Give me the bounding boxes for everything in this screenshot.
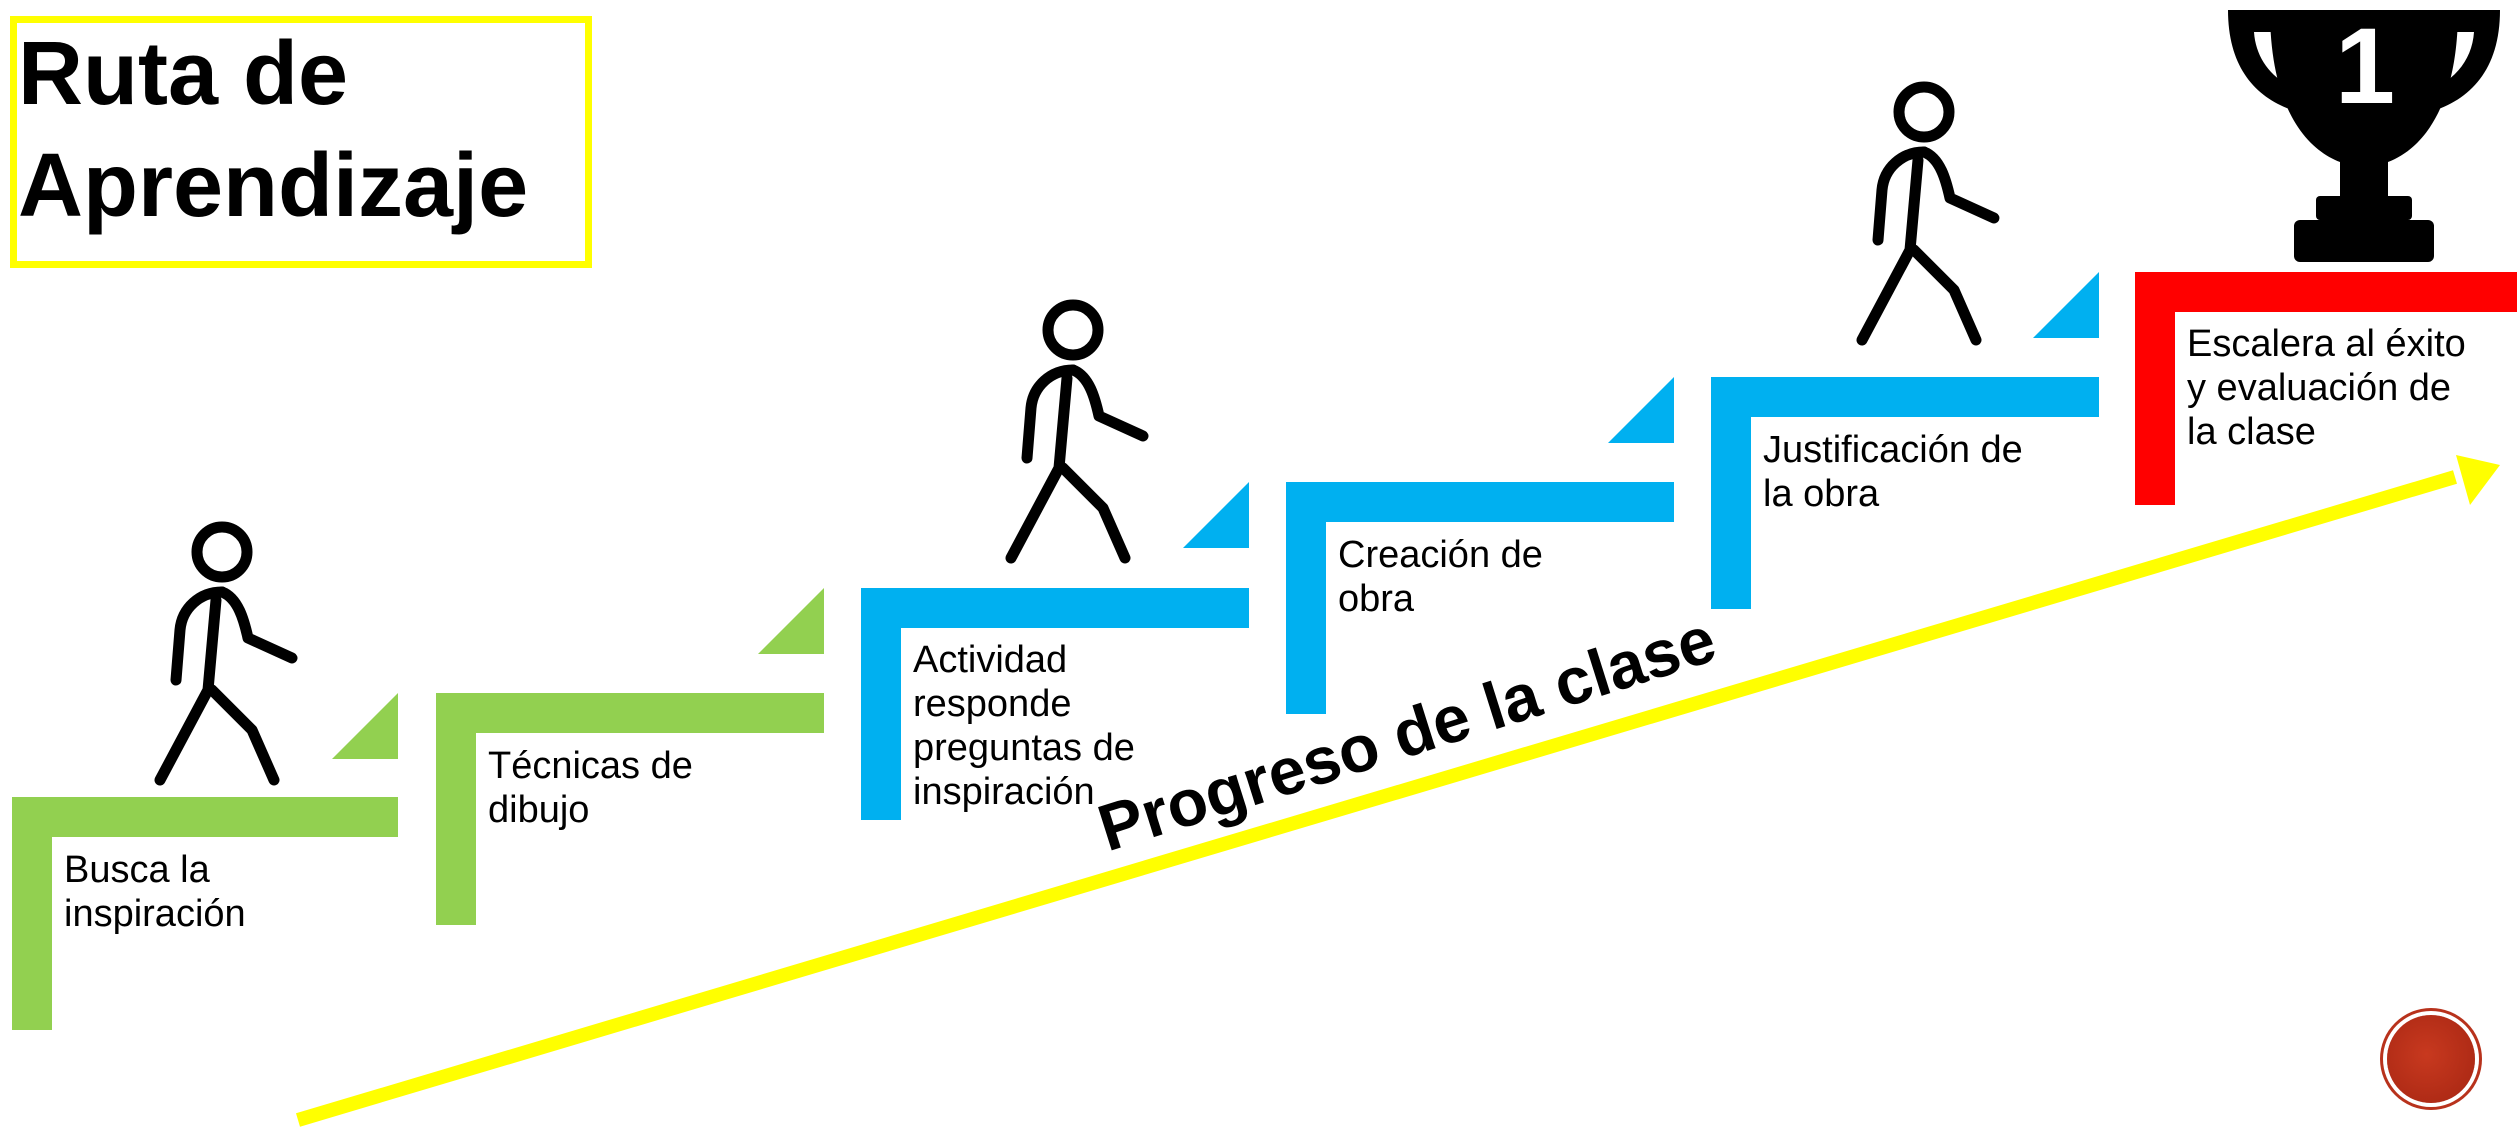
slide-badge: [2387, 1015, 2475, 1103]
step-2-label: Técnicas de dibujo: [488, 745, 693, 831]
step-1: [12, 693, 398, 1030]
person-walking-icon: [154, 521, 298, 786]
step-1-label: Busca la inspiración: [64, 849, 246, 935]
step-3-label: Actividad responde preguntas de inspirac…: [913, 639, 1135, 813]
step-6: [2135, 272, 2517, 505]
person-walking-icon: [1856, 81, 2000, 346]
step-2: [436, 588, 824, 925]
step-6-label: Escalera al éxito y evaluación de la cla…: [2187, 323, 2466, 453]
step-3: [861, 482, 1249, 820]
trophy-icon: [2228, 10, 2500, 262]
step-5: [1711, 272, 2099, 609]
progress-arrow: [296, 455, 2500, 1127]
title-box: [10, 16, 592, 268]
step-4: [1286, 377, 1674, 714]
trophy-number: 1: [2334, 5, 2396, 126]
page-title: Ruta de Aprendizaje: [18, 24, 529, 236]
step-4-label: Creación de obra: [1338, 534, 1543, 620]
step-5-label: Justificación de la obra: [1763, 429, 2023, 515]
person-walking-icon: [1005, 299, 1149, 564]
